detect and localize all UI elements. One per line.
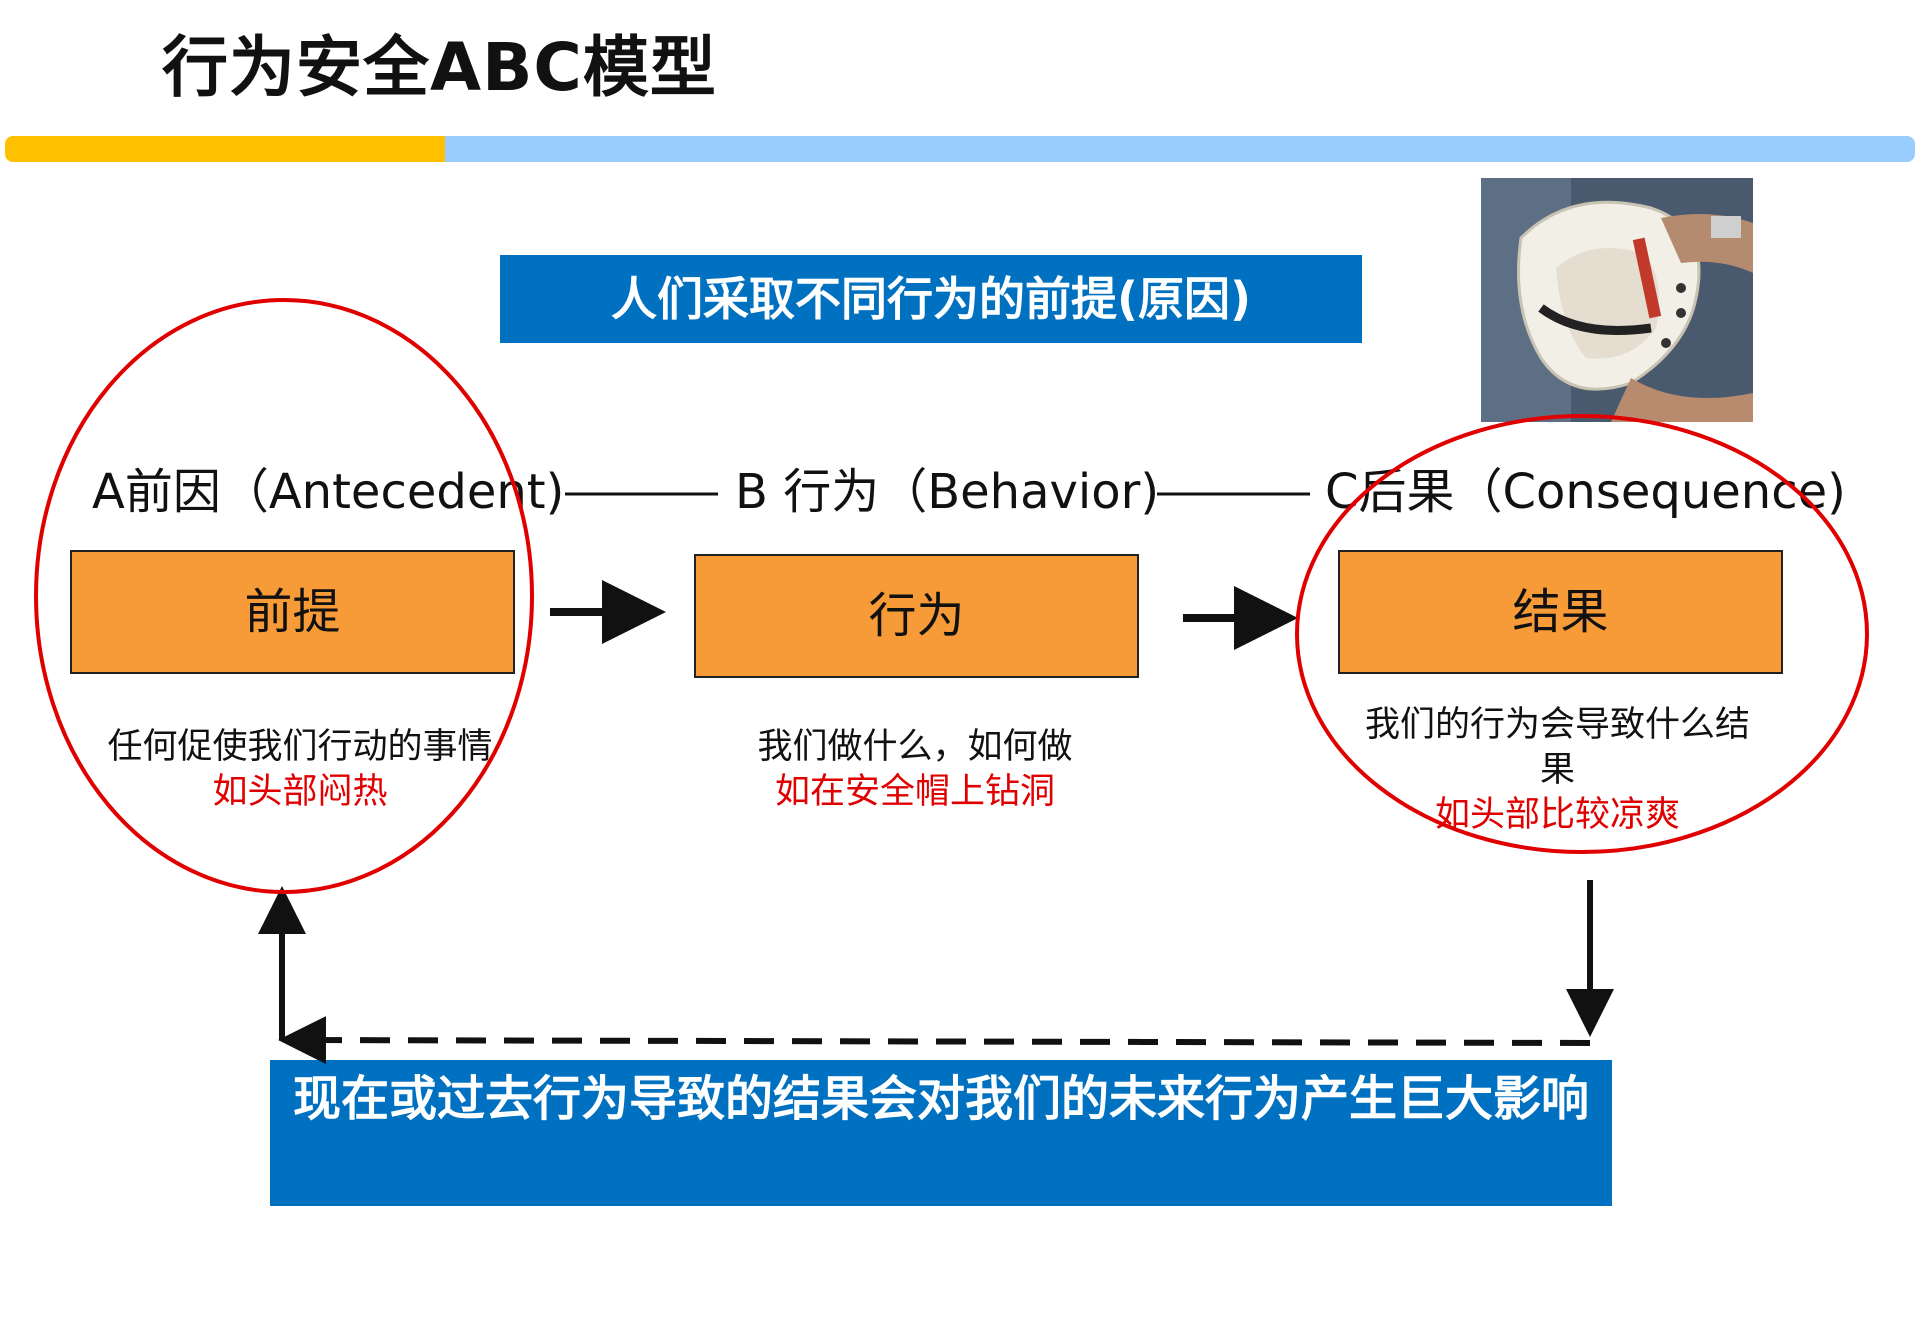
antecedent-banner: 人们采取不同行为的前提(原因) [500,255,1362,343]
highlight-circle-antecedent [34,298,534,894]
helmet-photo-icon [1481,178,1753,422]
desc-consequence: 我们的行为会导致什么结果 如头部比较凉爽 [1360,703,1755,838]
helmet-photo [1481,178,1753,422]
stage-label-consequence: C后果（Consequence) [1325,464,1846,520]
highlight-circle-consequence [1295,414,1869,854]
desc-consequence-text: 我们的行为会导致什么结果 [1364,705,1750,790]
example-consequence: 如头部比较凉爽 [1434,795,1680,835]
desc-antecedent: 任何促使我们行动的事情 如头部闷热 [70,725,530,815]
example-behavior: 如在安全帽上钻洞 [774,772,1055,812]
desc-behavior: 我们做什么，如何做 如在安全帽上钻洞 [690,725,1140,815]
page-title: 行为安全ABC模型 [162,29,717,106]
desc-antecedent-text: 任何促使我们行动的事情 [107,727,493,767]
box-consequence: 结果 [1338,550,1783,674]
stage-label-behavior: B 行为（Behavior) [735,464,1160,520]
desc-behavior-text: 我们做什么，如何做 [757,727,1073,767]
example-antecedent: 如头部闷热 [212,772,388,812]
header-bar [445,136,1915,162]
feedback-dashed-line [278,1016,1591,1065]
feedback-banner: 现在或过去行为导致的结果会对我们的未来行为产生巨大影响 [270,1060,1612,1206]
header-bar-accent [5,136,445,162]
stage-label-antecedent: A前因（Antecedent) [92,464,565,520]
box-behavior: 行为 [694,554,1139,678]
box-antecedent: 前提 [70,550,515,674]
